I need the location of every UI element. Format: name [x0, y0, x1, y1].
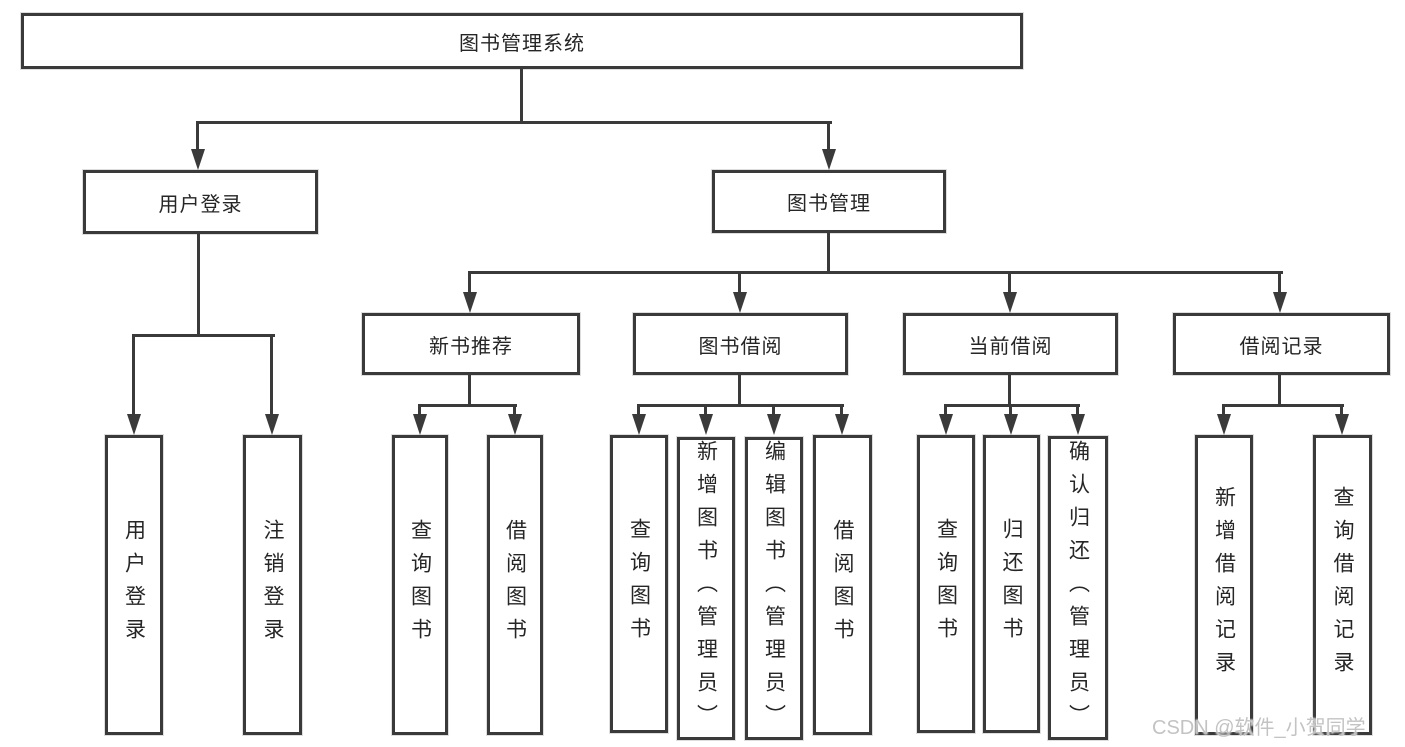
arrowhead-book-borrowing	[733, 292, 747, 313]
node-new-book-recommend-label: 新书推荐	[429, 335, 513, 358]
edge-to-query-books-1-stem	[418, 404, 421, 418]
leaf-query-books-2-label: 查询图书	[627, 518, 651, 650]
edge-to-new-book-recommend-stem	[468, 271, 471, 295]
leaf-borrow-books-2-label: 借阅图书	[831, 519, 855, 651]
arrowhead-return-books	[1004, 414, 1018, 435]
leaf-query-books-1-label: 查询图书	[408, 519, 432, 651]
node-current-borrowing-label: 当前借阅	[968, 335, 1053, 358]
leaf-query-books-1: 查询图书	[392, 435, 448, 735]
arrowhead-current-borrowing	[1003, 292, 1017, 313]
edge-book-management-hline	[468, 271, 1283, 274]
arrowhead-query-books-2	[632, 414, 646, 435]
edge-to-add-borrow-record-stem	[1222, 404, 1225, 418]
arrowhead-leaf-logout	[265, 414, 279, 435]
leaf-add-borrow-record-label: 新增借阅记录	[1212, 486, 1236, 684]
edge-to-borrow-books-2-stem	[840, 404, 843, 418]
node-book-management-label: 图书管理	[787, 193, 871, 215]
leaf-return-books-label: 归还图书	[1000, 518, 1024, 650]
leaf-confirm-return-admin-label: 确认归还（管理员）	[1066, 439, 1090, 737]
edge-current-borrowing-hline	[944, 404, 1080, 407]
arrowhead-query-books-1	[413, 414, 427, 435]
edge-to-edit-book-admin-stem	[772, 404, 775, 418]
arrowhead-leaf-user-login	[127, 414, 141, 435]
node-user-login: 用户登录	[83, 170, 318, 234]
csdn-watermark: CSDN @软件_小贺同学	[1152, 717, 1366, 739]
leaf-add-borrow-record: 新增借阅记录	[1195, 435, 1253, 735]
leaf-borrow-books-1-label: 借阅图书	[503, 519, 527, 651]
edge-new-book-recommend-hline	[418, 404, 517, 407]
arrowhead-borrowing-records	[1273, 292, 1287, 313]
edge-to-query-borrow-record-stem	[1340, 404, 1343, 418]
edge-to-borrowing-records-stem	[1278, 271, 1281, 295]
arrowhead-borrow-books-1	[508, 414, 522, 435]
arrowhead-confirm-return-admin	[1071, 414, 1085, 435]
edge-book-borrowing-hline	[637, 404, 844, 407]
edge-user-login-hline	[132, 334, 275, 337]
leaf-logout-login: 注销登录	[243, 435, 302, 735]
node-root: 图书管理系统	[21, 13, 1023, 69]
edge-new-book-recommend-stem	[468, 375, 471, 407]
arrowhead-add-book-admin	[699, 414, 713, 435]
leaf-query-books-3: 查询图书	[917, 435, 975, 733]
leaf-edit-book-admin: 编辑图书（管理员）	[745, 437, 803, 740]
node-book-borrowing: 图书借阅	[633, 313, 848, 375]
edge-current-borrowing-stem	[1008, 375, 1011, 407]
leaf-query-books-2: 查询图书	[610, 435, 668, 733]
edge-borrowing-records-hline	[1222, 404, 1344, 407]
leaf-user-login-label: 用户登录	[122, 519, 146, 651]
node-new-book-recommend: 新书推荐	[362, 313, 580, 375]
leaf-return-books: 归还图书	[983, 435, 1040, 733]
edge-root-hline	[196, 121, 832, 124]
leaf-borrow-books-2: 借阅图书	[813, 435, 872, 735]
edge-to-book-management-stem	[827, 121, 830, 152]
edge-to-query-books-2-stem	[637, 404, 640, 418]
arrowhead-edit-book-admin	[767, 414, 781, 435]
edge-to-confirm-return-admin-stem	[1076, 404, 1079, 418]
edge-to-return-books-stem	[1009, 404, 1012, 418]
edge-book-management-stem	[827, 233, 830, 274]
edge-user-login-stem	[197, 234, 200, 337]
leaf-query-borrow-record-label: 查询借阅记录	[1331, 486, 1355, 684]
leaf-borrow-books-1: 借阅图书	[487, 435, 543, 735]
edge-to-borrow-books-1-stem	[513, 404, 516, 418]
leaf-add-book-admin: 新增图书（管理员）	[677, 437, 735, 740]
edge-root-stem	[520, 69, 523, 124]
arrowhead-add-borrow-record	[1217, 414, 1231, 435]
edge-to-user-login-stem	[196, 121, 199, 152]
edge-book-borrowing-stem	[738, 375, 741, 407]
node-user-login-label: 用户登录	[158, 193, 243, 216]
leaf-confirm-return-admin: 确认归还（管理员）	[1048, 436, 1108, 740]
arrowhead-query-borrow-record	[1335, 414, 1349, 435]
node-borrowing-records-label: 借阅记录	[1239, 335, 1324, 358]
arrowhead-borrow-books-2	[835, 414, 849, 435]
edge-borrowing-records-stem	[1278, 375, 1281, 407]
arrowhead-book-management	[822, 149, 836, 170]
node-current-borrowing: 当前借阅	[903, 313, 1118, 375]
node-book-borrowing-label: 图书借阅	[698, 335, 783, 358]
leaf-add-book-admin-label: 新增图书（管理员）	[694, 440, 718, 737]
node-borrowing-records: 借阅记录	[1173, 313, 1390, 375]
edge-to-current-borrowing-stem	[1008, 271, 1011, 295]
leaf-query-books-3-label: 查询图书	[934, 518, 958, 650]
arrowhead-new-book-recommend	[463, 292, 477, 313]
leaf-logout-login-label: 注销登录	[261, 519, 285, 651]
arrowhead-user-login	[191, 149, 205, 170]
arrowhead-query-books-3	[939, 414, 953, 435]
leaf-user-login: 用户登录	[105, 435, 163, 735]
edge-to-add-book-admin-stem	[704, 404, 707, 418]
node-root-label: 图书管理系统	[459, 32, 585, 55]
leaf-query-borrow-record: 查询借阅记录	[1313, 435, 1372, 735]
edge-to-query-books-3-stem	[944, 404, 947, 418]
edge-to-book-borrowing-stem	[738, 271, 741, 295]
edge-to-leaf-logout-stem	[270, 334, 273, 416]
edge-to-leaf-user-login-stem	[132, 334, 135, 416]
node-book-management: 图书管理	[712, 170, 946, 233]
leaf-edit-book-admin-label: 编辑图书（管理员）	[762, 440, 786, 737]
